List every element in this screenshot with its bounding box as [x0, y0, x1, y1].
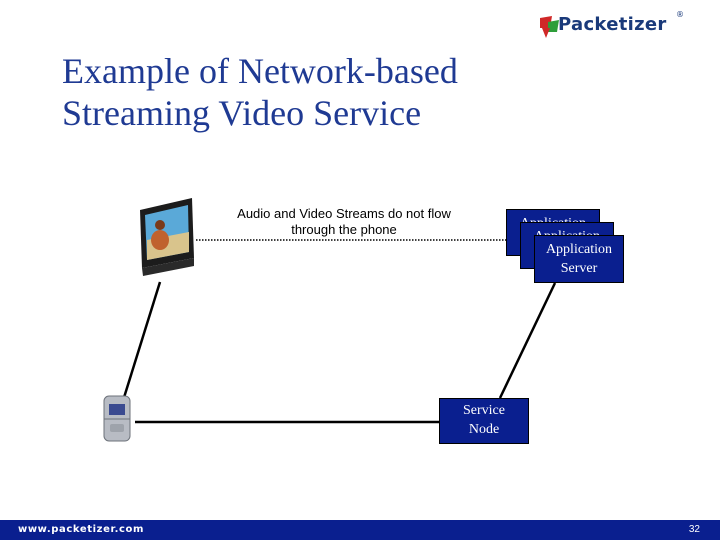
mobile-phone-icon	[103, 395, 131, 442]
service-node: Service Node	[439, 398, 529, 444]
packetizer-logo-icon	[540, 16, 559, 38]
slide-title-line-2: Streaming Video Service	[62, 93, 422, 133]
slide-title: Example of Network-based Streaming Video…	[62, 50, 458, 134]
application-server-label-line-2: Server	[560, 261, 598, 276]
streams-note: Audio and Video Streams do not flow thro…	[237, 206, 451, 237]
television-icon	[140, 198, 194, 276]
slide-title-line-1: Example of Network-based	[62, 51, 458, 91]
service-node-label-line-1: Service	[463, 403, 505, 418]
footer-bar: www.packetizer.com 32	[0, 520, 720, 540]
registered-mark: ®	[676, 10, 684, 19]
footer-url[interactable]: www.packetizer.com	[18, 524, 145, 535]
page-number: 32	[688, 524, 700, 535]
brand-name: Packetizer	[558, 14, 667, 35]
link-service-node-to-app-server	[498, 282, 557, 399]
application-server: Application Server	[534, 235, 624, 283]
application-server-label-line-1: Application	[545, 242, 613, 257]
service-node-label-line-2: Node	[468, 422, 500, 437]
